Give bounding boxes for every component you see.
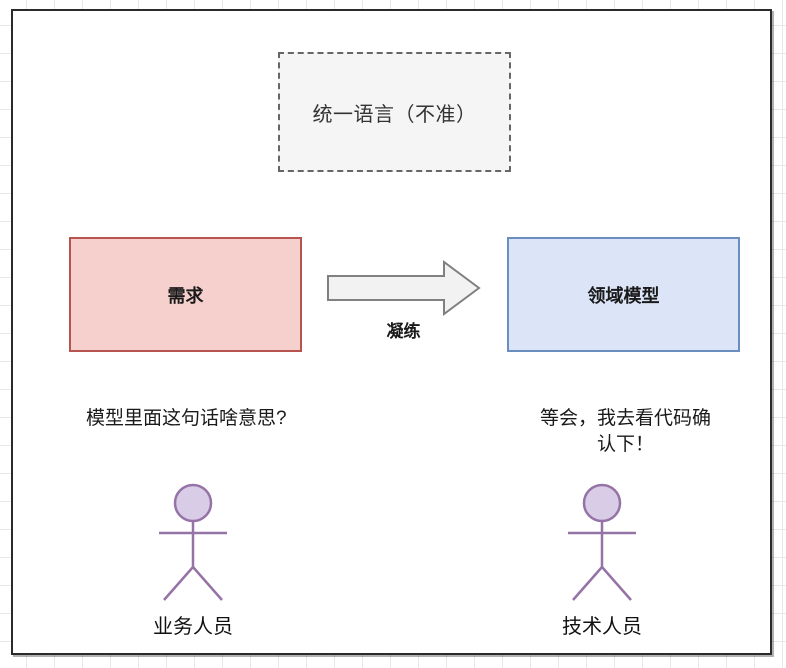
stick-figure-icon — [159, 483, 227, 601]
requirement-node[interactable]: 需求 — [69, 237, 302, 352]
tech-actor-label: 技术人员 — [562, 616, 642, 638]
tech-dialogue-text: 等会，我去看代码确认下！ — [539, 408, 711, 456]
business-dialogue-text: 模型里面这句话啥意思? — [86, 408, 287, 429]
stick-figure-icon — [568, 483, 636, 601]
ubiquitous-language-label: 统一语言（不准） — [312, 103, 477, 126]
business-actor-label: 业务人员 — [153, 616, 233, 638]
business-actor[interactable]: 业务人员 — [113, 482, 273, 639]
domain-model-node[interactable]: 领域模型 — [507, 237, 740, 352]
requirement-label: 需求 — [167, 285, 204, 306]
tech-actor[interactable]: 技术人员 — [522, 482, 682, 639]
ubiquitous-language-node[interactable]: 统一语言（不准） — [278, 52, 511, 172]
refine-arrow-label: 凝练 — [386, 322, 421, 341]
diagram-canvas[interactable]: 统一语言（不准） 需求 领域模型 凝练 模型里面这句话啥意思? 等会，我去看代码… — [11, 9, 772, 655]
refine-arrow-icon[interactable] — [326, 260, 481, 316]
domain-model-label: 领域模型 — [587, 285, 660, 306]
